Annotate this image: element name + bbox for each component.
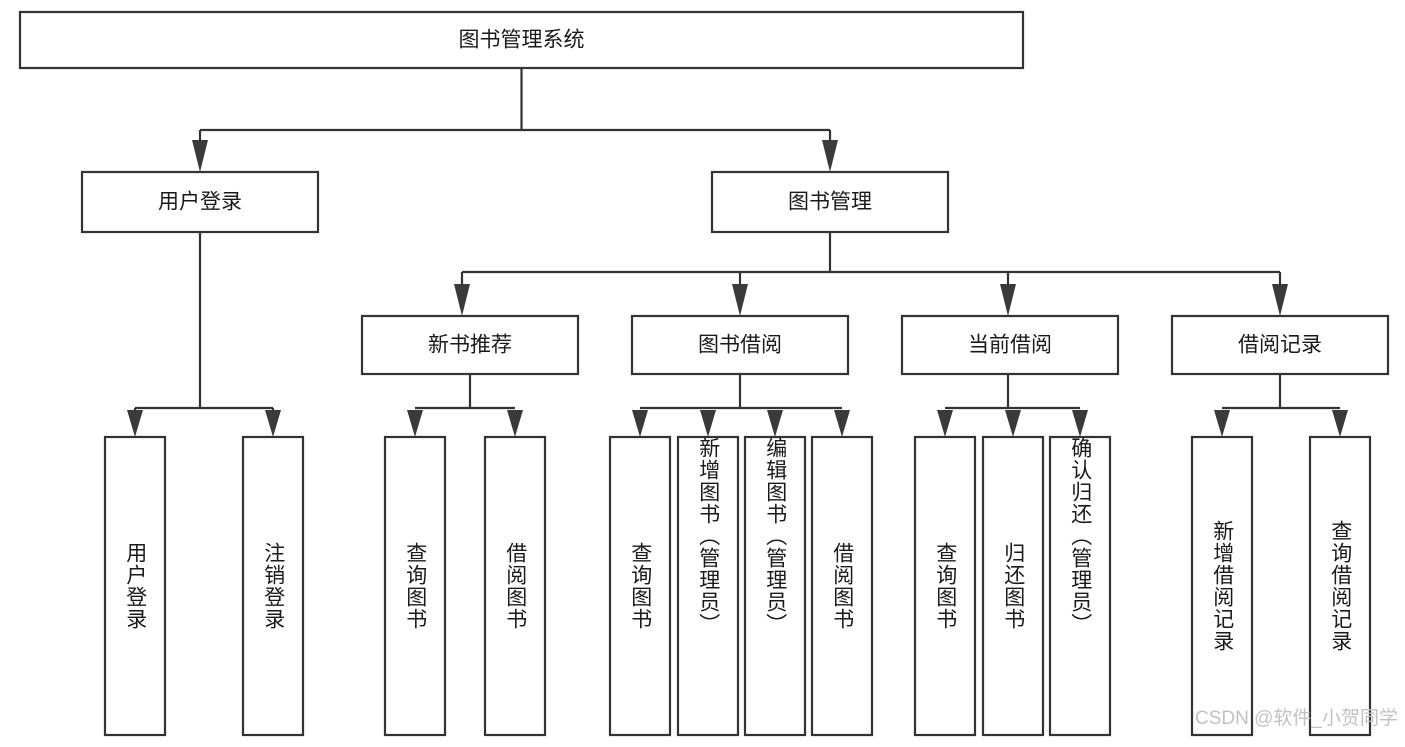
node-label-leaf-borrow-book: 借阅图书: [830, 542, 854, 630]
node-new-book-recommend[interactable]: 新书推荐: [360, 314, 580, 376]
node-label-leaf-confirm-return-admin: 确认归还（管理员）: [1068, 437, 1092, 635]
arrow-head-leaf-confirm-return-admin: [1072, 410, 1088, 437]
arrow-head-new-book-recommend: [454, 284, 470, 316]
arrow-head-user-login: [192, 140, 208, 172]
node-box-current-borrow[interactable]: [900, 314, 1120, 376]
node-label-root: 图书管理系统: [459, 29, 585, 52]
leaf-label-wrap-query-book-current: 查询图书: [915, 437, 975, 735]
arrow-head-current-borrow: [1000, 284, 1016, 316]
connector-group-root: [192, 68, 838, 172]
node-root[interactable]: 图书管理系统: [18, 10, 1025, 70]
arrow-head-borrow-record: [1272, 284, 1288, 316]
node-borrow-record[interactable]: 借阅记录: [1170, 314, 1390, 376]
node-current-borrow[interactable]: 当前借阅: [900, 314, 1120, 376]
node-box-leaf-query-borrow-record[interactable]: [1308, 435, 1372, 737]
leaf-label-wrap-confirm-return-admin: 确认归还（管理员）: [1050, 437, 1110, 735]
leaf-label-wrap-edit-book-admin: 编辑图书（管理员）: [745, 437, 805, 735]
node-box-leaf-query-book-rec[interactable]: [383, 435, 447, 737]
leaf-label-wrap-add-book-admin: 新增图书（管理员）: [678, 437, 738, 735]
node-box-borrow-record[interactable]: [1170, 314, 1390, 376]
node-box-book-management[interactable]: [710, 170, 950, 234]
node-box-leaf-borrow-book-rec[interactable]: [483, 435, 547, 737]
node-label-leaf-return-book: 归还图书: [1001, 542, 1025, 630]
node-box-new-book-recommend[interactable]: [360, 314, 580, 376]
leaf-label-wrap-query-borrow-record: 查询借阅记录: [1310, 437, 1370, 735]
node-label-leaf-query-book-borrow: 查询图书: [628, 542, 652, 630]
arrow-head-leaf-borrow-book-rec: [507, 410, 523, 437]
node-box-leaf-return-book[interactable]: [981, 435, 1045, 737]
leaf-label-wrap-add-borrow-record: 新增借阅记录: [1192, 437, 1252, 735]
arrow-head-leaf-return-book: [1005, 410, 1021, 437]
node-box-leaf-add-book-admin[interactable]: [676, 435, 740, 737]
node-label-leaf-query-book-rec: 查询图书: [403, 542, 427, 630]
node-box-leaf-borrow-book[interactable]: [810, 435, 874, 737]
node-box-leaf-add-borrow-record[interactable]: [1190, 435, 1254, 737]
connector-group-book-borrow: [632, 374, 850, 437]
node-box-leaf-logout-login[interactable]: [241, 435, 305, 737]
node-label-borrow-record: 借阅记录: [1238, 334, 1322, 357]
leaf-label-wrap-return-book: 归还图书: [983, 437, 1043, 735]
arrow-head-leaf-edit-book-admin: [767, 410, 783, 437]
arrow-head-leaf-user-login: [127, 410, 143, 437]
connector-group-new-book-recommend: [407, 374, 523, 437]
arrow-head-leaf-logout-login: [265, 410, 281, 437]
node-label-leaf-query-book-current: 查询图书: [933, 542, 957, 630]
arrow-head-leaf-borrow-book: [834, 410, 850, 437]
connector-group-book-management: [454, 232, 1288, 316]
node-box-leaf-confirm-return-admin[interactable]: [1048, 435, 1112, 737]
arrow-head-leaf-query-book-current: [937, 410, 953, 437]
node-user-login[interactable]: 用户登录: [80, 170, 320, 234]
arrow-head-book-management: [822, 140, 838, 172]
connector-group-user-login: [127, 232, 281, 437]
arrow-head-leaf-add-borrow-record: [1214, 410, 1230, 437]
arrow-head-leaf-add-book-admin: [700, 410, 716, 437]
csdn-watermark: CSDN @软件_小贺同学: [1195, 708, 1398, 729]
node-label-user-login: 用户登录: [158, 191, 242, 214]
leaf-label-wrap-logout-login: 注销登录: [243, 437, 303, 735]
node-label-leaf-user-login: 用户登录: [123, 542, 147, 630]
arrow-head-leaf-query-book-borrow: [632, 410, 648, 437]
node-label-book-borrow: 图书借阅: [698, 334, 782, 357]
leaf-label-wrap-borrow-book: 借阅图书: [812, 437, 872, 735]
leaf-box-group: [103, 435, 1372, 737]
node-label-leaf-add-borrow-record: 新增借阅记录: [1210, 520, 1234, 652]
node-label-leaf-logout-login: 注销登录: [261, 542, 285, 630]
arrow-head-leaf-query-book-rec: [407, 410, 423, 437]
node-box-leaf-query-book-current[interactable]: [913, 435, 977, 737]
leaf-label-wrap-query-book-rec: 查询图书: [385, 437, 445, 735]
node-box-user-login[interactable]: [80, 170, 320, 234]
node-label-book-management: 图书管理: [788, 191, 872, 214]
connector-group-current-borrow: [937, 374, 1088, 437]
node-label-leaf-borrow-book-rec: 借阅图书: [503, 542, 527, 630]
node-box-book-borrow[interactable]: [630, 314, 850, 376]
node-label-leaf-add-book-admin: 新增图书（管理员）: [696, 437, 720, 635]
node-box-root[interactable]: [18, 10, 1025, 70]
node-label-current-borrow: 当前借阅: [968, 334, 1052, 357]
node-label-leaf-edit-book-admin: 编辑图书（管理员）: [763, 437, 787, 635]
leaf-label-wrap-borrow-book-rec: 借阅图书: [485, 437, 545, 735]
connector-group-borrow-record: [1214, 374, 1348, 437]
node-box-leaf-user-login[interactable]: [103, 435, 167, 737]
leaf-label-wrap-user-login: 用户登录: [105, 437, 165, 735]
node-label-leaf-query-borrow-record: 查询借阅记录: [1328, 520, 1352, 652]
leaf-label-wrap-query-book-borrow: 查询图书: [610, 437, 670, 735]
arrow-head-book-borrow: [732, 284, 748, 316]
node-box-leaf-query-book-borrow[interactable]: [608, 435, 672, 737]
node-book-borrow[interactable]: 图书借阅: [630, 314, 850, 376]
node-label-new-book-recommend: 新书推荐: [428, 334, 512, 357]
node-box-leaf-edit-book-admin[interactable]: [743, 435, 807, 737]
node-book-management[interactable]: 图书管理: [710, 170, 950, 234]
arrow-head-leaf-query-borrow-record: [1332, 410, 1348, 437]
